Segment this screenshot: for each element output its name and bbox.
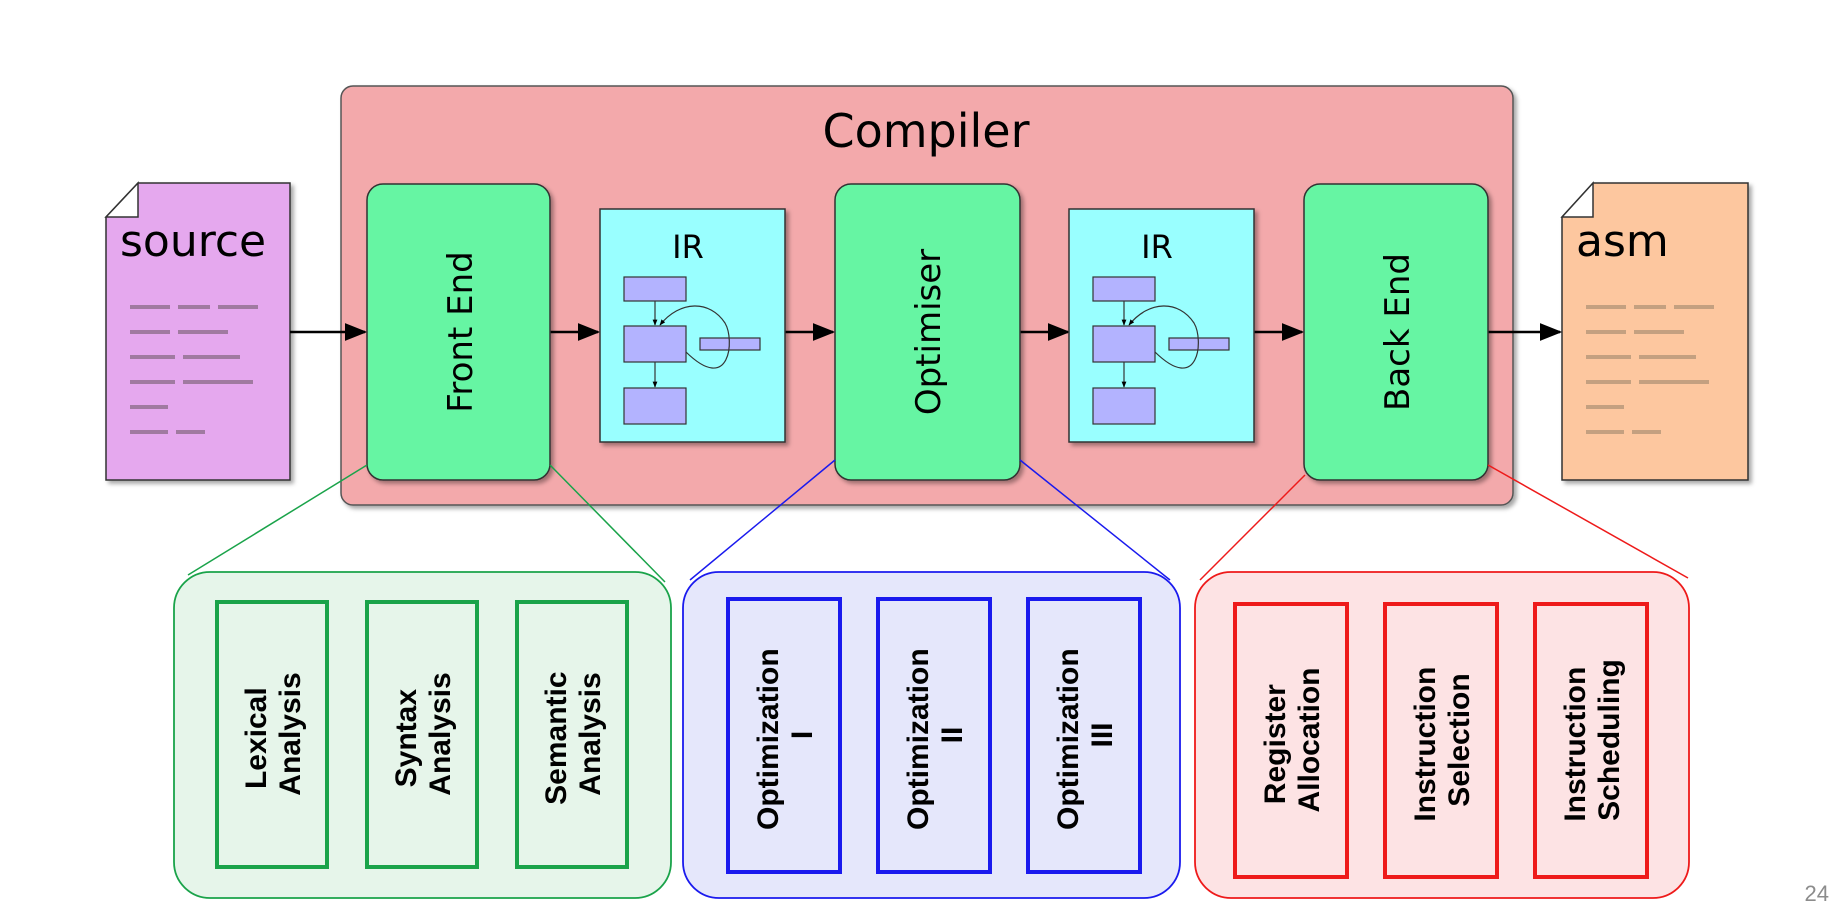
front-end-detail-panel: Lexical Analysis Syntax Analysis Semanti… <box>173 571 672 899</box>
ir-label-1: IR <box>672 228 704 266</box>
svg-text:Instruction Scheduling: Instruction Scheduling <box>1559 658 1626 821</box>
instruction-scheduling-line1: Instruction <box>1559 667 1592 822</box>
register-allocation-line2: Allocation <box>1293 667 1326 812</box>
optimiser-stage: Optimiser <box>834 183 1021 481</box>
ir-box-2: IR <box>1068 208 1255 443</box>
source-text-lines <box>130 305 258 434</box>
optimization-1-line2: I <box>786 731 819 739</box>
compiler-title: Compiler <box>822 104 1029 158</box>
ir-graph-2 <box>1092 276 1230 425</box>
syntax-analysis-box: Syntax Analysis <box>365 600 479 869</box>
optimiser-detail-panel: Optimization I Optimization II Optimizat… <box>682 571 1181 899</box>
register-allocation-line1: Register <box>1259 684 1292 804</box>
semantic-line1: Semantic <box>540 671 573 804</box>
page-number: 24 <box>1804 881 1829 906</box>
svg-text:Instruction Selection: Instruction Selection <box>1409 658 1476 821</box>
source-file: source <box>104 181 291 481</box>
ir-label-2: IR <box>1141 228 1173 266</box>
optimization-2-box: Optimization II <box>876 597 992 874</box>
instruction-selection-box: Instruction Selection <box>1383 602 1499 879</box>
asm-file: asm <box>1560 181 1749 481</box>
svg-text:Syntax Analysis: Syntax Analysis <box>390 672 457 795</box>
instruction-selection-line2: Selection <box>1443 673 1476 806</box>
syntax-line2: Analysis <box>424 672 457 795</box>
back-end-detail-panel: Register Allocation Instruction Selectio… <box>1194 571 1690 899</box>
svg-text:Register Allocation: Register Allocation <box>1259 667 1326 812</box>
optimization-3-line2: III <box>1086 722 1119 747</box>
optimization-2-line2: II <box>936 727 969 744</box>
syntax-line1: Syntax <box>390 689 423 788</box>
zoom-connectors <box>187 459 1689 583</box>
back-end-stage: Back End <box>1303 183 1489 481</box>
front-end-stage: Front End <box>366 183 551 481</box>
optimization-1-box: Optimization I <box>726 597 842 874</box>
svg-text:Optimization I: Optimization I <box>752 640 819 830</box>
front-end-label: Front End <box>441 251 481 412</box>
semantic-analysis-box: Semantic Analysis <box>515 600 629 869</box>
instruction-selection-line1: Instruction <box>1409 667 1442 822</box>
svg-text:Semantic Analysis: Semantic Analysis <box>540 663 607 805</box>
optimiser-label: Optimiser <box>909 249 949 415</box>
lexical-analysis-box: Lexical Analysis <box>215 600 329 869</box>
register-allocation-box: Register Allocation <box>1233 602 1349 879</box>
asm-label: asm <box>1576 216 1669 267</box>
svg-text:Lexical Analysis: Lexical Analysis <box>240 672 307 795</box>
optimization-3-line1: Optimization <box>1052 648 1085 830</box>
svg-text:Optimization II: Optimization II <box>902 640 969 830</box>
optimization-2-line1: Optimization <box>902 648 935 830</box>
ir-graph-1 <box>623 276 761 425</box>
back-end-label: Back End <box>1378 253 1418 411</box>
optimization-1-line1: Optimization <box>752 648 785 830</box>
instruction-scheduling-line2: Scheduling <box>1593 659 1626 821</box>
lexical-line2: Analysis <box>274 672 307 795</box>
semantic-line2: Analysis <box>574 672 607 795</box>
instruction-scheduling-box: Instruction Scheduling <box>1533 602 1649 879</box>
asm-text-lines <box>1586 305 1714 434</box>
svg-text:Optimization III: Optimization III <box>1052 640 1119 830</box>
source-label: source <box>120 216 266 267</box>
ir-box-1: IR <box>599 208 786 443</box>
lexical-line1: Lexical <box>240 687 273 789</box>
optimization-3-box: Optimization III <box>1026 597 1142 874</box>
